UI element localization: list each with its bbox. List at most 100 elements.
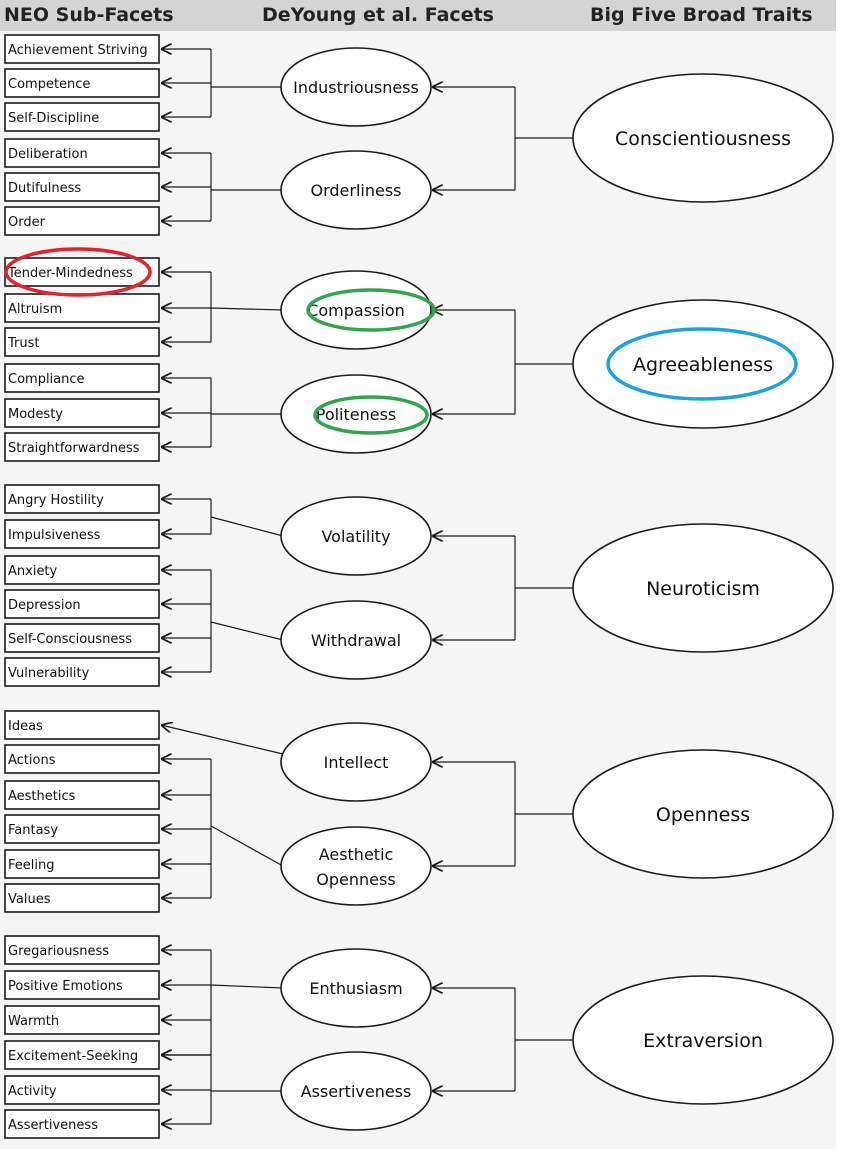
facet-ellipse-withdrawal [280, 600, 432, 680]
subfacet-label-anxiety: Anxiety [8, 564, 58, 579]
connector-stem [210, 516, 284, 537]
connector-arrow [161, 725, 284, 755]
facet-label-compassion: Compassion [307, 301, 405, 320]
subfacet-label-excitement-seeking: Excitement-Seeking [8, 1049, 138, 1064]
subfacet-label-feeling: Feeling [8, 858, 54, 873]
subfacet-box-tender-mindedness [4, 257, 160, 287]
subfacet-label-aesthetics: Aesthetics [8, 789, 76, 804]
subfacet-box-achievement-striving [4, 34, 160, 64]
subfacet-label-ideas: Ideas [8, 719, 43, 734]
subfacet-label-tender-mindedness: Tender-Mindedness [7, 266, 133, 281]
facet-label-intellect: Intellect [324, 753, 389, 772]
subfacet-box-trust [4, 327, 160, 357]
connector-stem [210, 621, 284, 641]
connector-stem [210, 307, 284, 311]
subfacet-box-vulnerability [4, 657, 160, 687]
subfacet-box-positive-emotions [4, 970, 160, 1000]
facet-label-enthusiasm: Enthusiasm [309, 979, 402, 998]
subfacet-label-fantasy: Fantasy [8, 823, 58, 838]
subfacet-box-deliberation [4, 138, 160, 168]
facet-label-withdrawal: Withdrawal [311, 631, 401, 650]
trait-column: ConscientiousnessAgreeablenessNeuroticis… [572, 73, 834, 1105]
trait-ellipse-conscientiousness [572, 73, 834, 203]
connector-stem [210, 825, 284, 867]
subfacet-label-angry-hostility: Angry Hostility [8, 493, 104, 508]
facet-ellipse-industriousness [280, 47, 432, 127]
subfacet-box-actions [4, 744, 160, 774]
facet-label-politeness: Politeness [316, 405, 397, 424]
subfacet-box-self-consciousness [4, 623, 160, 653]
subfacet-box-compliance [4, 363, 160, 393]
subfacet-label-deliberation: Deliberation [8, 147, 88, 162]
facet-ellipse-intellect [280, 722, 432, 802]
trait-ellipse-extraversion [572, 975, 834, 1105]
subfacet-box-dutifulness [4, 172, 160, 202]
subfacet-box-straightforwardness [4, 432, 160, 462]
facet-column: IndustriousnessOrderlinessCompassionPoli… [280, 47, 432, 1131]
subfacet-box-values [4, 883, 160, 913]
connector-stem [210, 984, 284, 989]
subfacet-box-depression [4, 589, 160, 619]
subfacet-box-ideas [4, 710, 160, 740]
facet-label-aesthetic-openness: Aesthetic [319, 845, 394, 864]
trait-ellipse-agreeableness [572, 299, 834, 429]
highlight-ring-compassion [306, 288, 436, 332]
facet-ellipse-enthusiasm [280, 948, 432, 1028]
subfacet-label-altruism: Altruism [8, 302, 62, 317]
facet-label-volatility: Volatility [321, 527, 390, 546]
subfacet-label-warmth: Warmth [8, 1014, 59, 1029]
trait-label-conscientiousness: Conscientiousness [615, 128, 791, 150]
highlight-marks [4, 247, 798, 435]
subfacet-box-activity [4, 1075, 160, 1105]
subfacet-label-depression: Depression [8, 598, 81, 613]
subfacet-box-altruism [4, 293, 160, 323]
header-neo-subfacets: NEO Sub-Facets [4, 4, 174, 26]
facet-ellipse-aesthetic-openness [280, 826, 432, 906]
facet-label-aesthetic-openness: Openness [316, 870, 395, 889]
subfacet-box-order [4, 206, 160, 236]
facet-ellipse-politeness [280, 374, 432, 454]
subfacet-box-impulsiveness [4, 519, 160, 549]
trait-label-neuroticism: Neuroticism [646, 578, 760, 600]
subfacet-label-trust: Trust [7, 336, 39, 351]
subfacet-box-self-discipline [4, 102, 160, 132]
facet-label-industriousness: Industriousness [293, 78, 419, 97]
subfacet-label-modesty: Modesty [8, 407, 63, 422]
connector-lines [161, 49, 573, 1124]
subfacet-label-activity: Activity [8, 1084, 57, 1099]
trait-ellipse-openness [572, 749, 834, 879]
subfacet-box-feeling [4, 849, 160, 879]
trait-label-openness: Openness [656, 804, 750, 826]
trait-label-agreeableness: Agreeableness [633, 354, 773, 376]
highlight-ring-tender-mindedness [4, 247, 152, 297]
subfacet-box-gregariousness [4, 935, 160, 965]
subfacet-label-vulnerability: Vulnerability [8, 666, 90, 681]
subfacet-label-impulsiveness: Impulsiveness [8, 528, 101, 543]
subfacet-box-competence [4, 68, 160, 98]
subfacet-label-straightforwardness: Straightforwardness [8, 441, 140, 456]
subfacet-column: Achievement StrivingCompetenceSelf-Disci… [4, 34, 160, 1139]
subfacet-label-values: Values [8, 892, 51, 907]
header-bar: NEO Sub-Facets DeYoung et al. Facets Big… [0, 0, 836, 31]
highlight-ring-politeness [313, 395, 429, 435]
subfacet-label-self-discipline: Self-Discipline [8, 111, 99, 126]
subfacet-box-warmth [4, 1005, 160, 1035]
subfacet-box-excitement-seeking [4, 1040, 160, 1070]
facet-label-orderliness: Orderliness [310, 181, 401, 200]
subfacet-label-positive-emotions: Positive Emotions [8, 979, 123, 994]
subfacet-label-order: Order [8, 215, 46, 230]
subfacet-label-actions: Actions [8, 753, 56, 768]
subfacet-label-assertiveness: Assertiveness [8, 1118, 98, 1133]
facet-ellipse-orderliness [280, 150, 432, 230]
highlight-ring-agreeableness [606, 327, 798, 401]
subfacet-box-aesthetics [4, 780, 160, 810]
trait-ellipse-neuroticism [572, 523, 834, 653]
subfacet-box-assertiveness [4, 1109, 160, 1139]
subfacet-box-modesty [4, 398, 160, 428]
facet-label-assertiveness: Assertiveness [301, 1082, 412, 1101]
facet-ellipse-volatility [280, 496, 432, 576]
facet-ellipse-assertiveness [280, 1051, 432, 1131]
subfacet-box-fantasy [4, 814, 160, 844]
subfacet-label-self-consciousness: Self-Consciousness [8, 632, 132, 647]
